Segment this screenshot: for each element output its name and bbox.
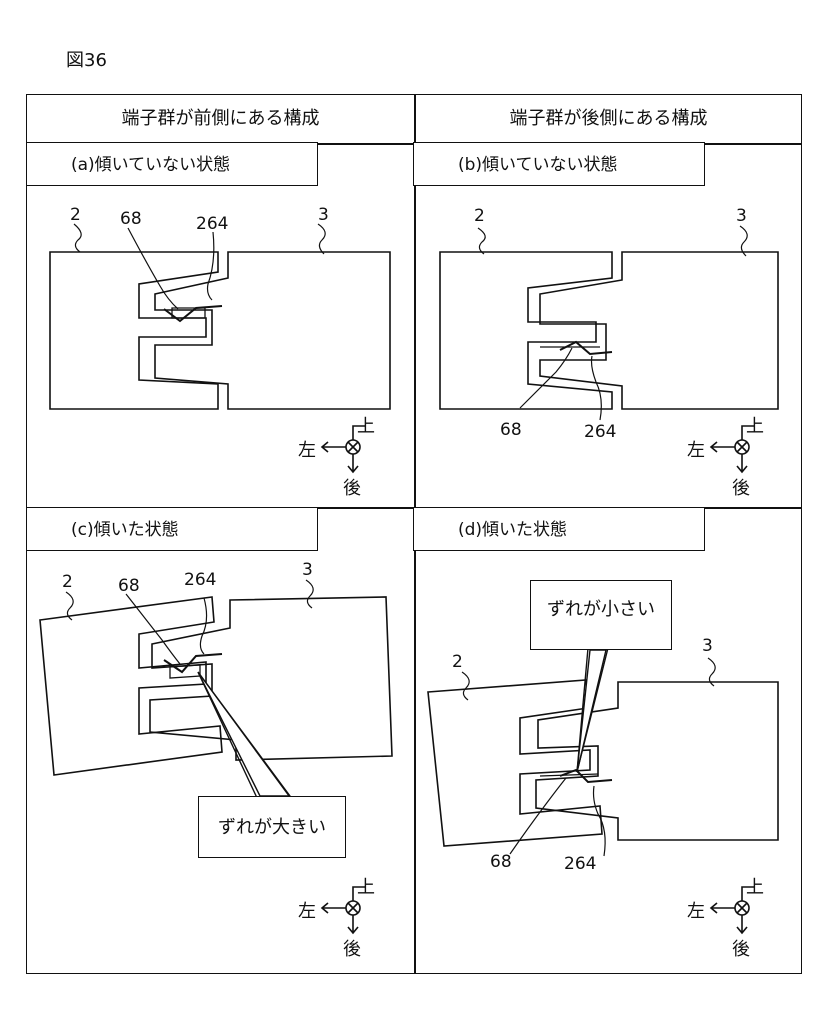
panel-c-callout: ずれが大きい bbox=[198, 796, 346, 858]
panel-a-body-2 bbox=[50, 252, 218, 409]
panel-a-axis-up: 上 bbox=[357, 416, 375, 437]
panel-d-ref-68: 68 bbox=[490, 852, 512, 872]
axis-indicator-c bbox=[322, 887, 366, 933]
panel-c-ref-3: 3 bbox=[302, 560, 313, 580]
panel-c-assembly bbox=[40, 580, 392, 800]
panel-a-axis-back: 後 bbox=[343, 478, 361, 499]
panel-d-body-3 bbox=[536, 682, 778, 840]
panel-c-contact-264 bbox=[164, 654, 222, 672]
panel-b-axis-left: 左 bbox=[687, 440, 705, 461]
panel-a-caption: (a)傾いていない状態 bbox=[26, 142, 318, 186]
panel-c-ref-2: 2 bbox=[62, 572, 73, 592]
panel-d-assembly bbox=[428, 648, 778, 856]
panel-a-ref-2: 2 bbox=[70, 205, 81, 225]
panel-b-axis-up: 上 bbox=[746, 416, 764, 437]
panel-a-axis-left: 左 bbox=[298, 440, 316, 461]
panel-c-axis-up: 上 bbox=[357, 877, 375, 898]
panel-a-contact-264 bbox=[164, 306, 222, 321]
panel-b-axis-back: 後 bbox=[732, 478, 750, 499]
column-header-front: 端子群が前側にある構成 bbox=[121, 108, 320, 129]
panel-a-ref-3: 3 bbox=[318, 205, 329, 225]
panel-c-body-2 bbox=[40, 597, 222, 775]
panel-c-axis-back: 後 bbox=[343, 939, 361, 960]
figure-label: 図36 bbox=[66, 50, 107, 71]
panel-d-callout: ずれが小さい bbox=[530, 580, 672, 650]
panel-d-terminal-68 bbox=[540, 774, 598, 776]
panel-a-ref-264: 264 bbox=[196, 214, 229, 234]
panel-d-contact-264 bbox=[560, 770, 612, 782]
panel-b-body-3 bbox=[540, 252, 778, 409]
panel-b-body-2 bbox=[440, 252, 612, 409]
axis-indicator-d bbox=[711, 887, 755, 933]
axis-indicator-a bbox=[322, 426, 366, 472]
panel-d-axis-up: 上 bbox=[746, 877, 764, 898]
column-header-back: 端子群が後側にある構成 bbox=[509, 108, 708, 129]
panel-c-ref-68: 68 bbox=[118, 576, 140, 596]
panel-d-body-2 bbox=[428, 680, 602, 846]
panel-d-ref-2: 2 bbox=[452, 652, 463, 672]
panel-a-assembly bbox=[50, 224, 390, 409]
panel-d-caption: (d)傾いた状態 bbox=[413, 507, 705, 551]
panel-a-ref-68: 68 bbox=[120, 209, 142, 229]
panel-b-ref-2: 2 bbox=[474, 206, 485, 226]
axis-indicator-b bbox=[711, 426, 755, 472]
panel-a-body-3 bbox=[155, 252, 390, 409]
panel-d-ref-3: 3 bbox=[702, 636, 713, 656]
panel-b-ref-68: 68 bbox=[500, 420, 522, 440]
panel-c-caption: (c)傾いた状態 bbox=[26, 507, 318, 551]
panel-b-contact-264 bbox=[560, 342, 612, 354]
panel-b-caption: (b)傾いていない状態 bbox=[413, 142, 705, 186]
panel-c-body-3 bbox=[150, 597, 392, 760]
panel-b-ref-3: 3 bbox=[736, 206, 747, 226]
panel-d-axis-left: 左 bbox=[687, 901, 705, 922]
panel-d-axis-back: 後 bbox=[732, 939, 750, 960]
panel-b-assembly bbox=[440, 226, 778, 420]
panel-c-axis-left: 左 bbox=[298, 901, 316, 922]
panel-b-ref-264: 264 bbox=[584, 422, 617, 442]
panel-c-ref-264: 264 bbox=[184, 570, 217, 590]
panel-d-ref-264: 264 bbox=[564, 854, 597, 874]
